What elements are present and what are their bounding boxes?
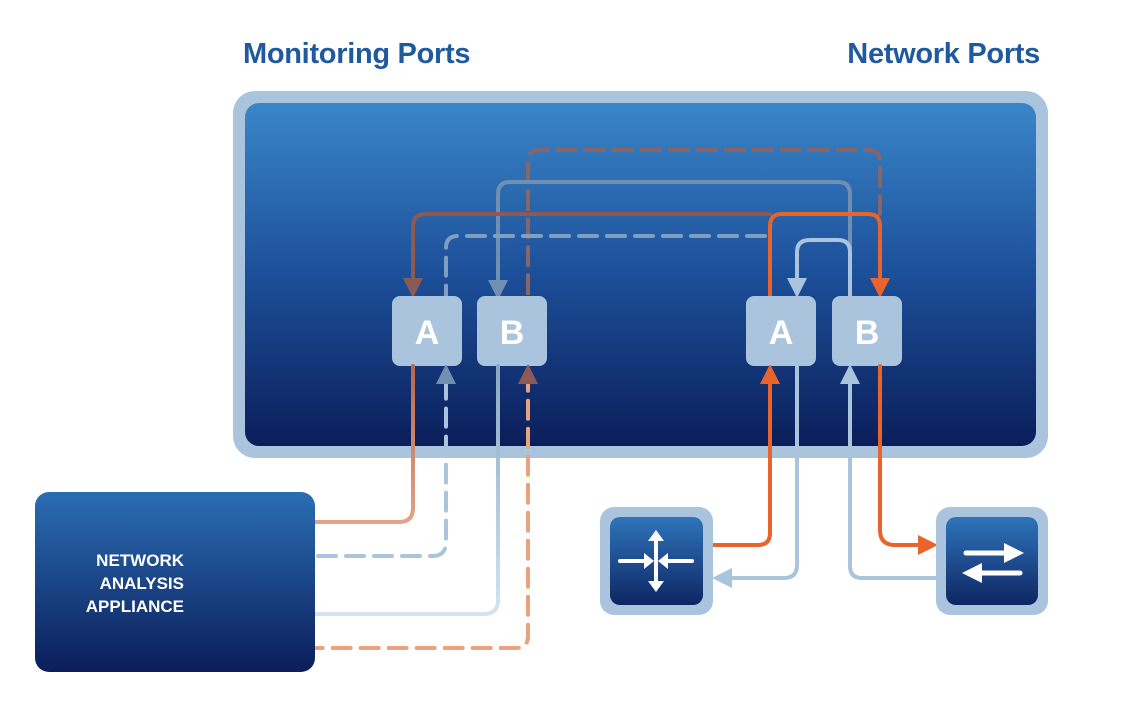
path-network-b-to-switch [878,364,938,555]
svg-text:B: B [500,314,525,352]
monitoring-port-b: B [477,296,547,366]
appliance-line-2: ANALYSIS [100,574,184,593]
network-ports-heading: Network Ports [847,38,1040,70]
monitoring-ports-heading: Monitoring Ports [243,38,471,70]
internal-paths [403,148,890,300]
router-device [600,507,713,615]
svg-text:A: A [769,314,794,352]
path-network-b-to-network-a [787,238,852,298]
network-port-a: A [746,296,816,366]
path-appliance-to-monitoring-a-dashed [260,364,456,558]
path-network-a-to-network-b [768,212,890,298]
path-router-to-network-a [708,364,780,547]
switch-icon [962,543,1024,583]
tap-enclosure [233,91,1048,458]
monitoring-port-a: A [392,296,462,366]
network-analysis-appliance: NETWORK ANALYSIS APPLIANCE [35,492,315,672]
path-network-a-to-monitoring-a [403,212,772,298]
router-icon [618,530,694,592]
switch-device [936,507,1048,615]
appliance-line-3: APPLIANCE [86,597,184,616]
path-network-b-to-monitoring-b-dashed [526,148,882,298]
path-network-a-to-router [712,364,799,588]
appliance-line-1: NETWORK [96,551,185,570]
svg-text:B: B [855,314,880,352]
svg-text:A: A [415,314,440,352]
path-network-a-to-monitoring-a-dashed [444,234,767,298]
network-port-b: B [832,296,902,366]
external-network-paths [708,364,942,588]
path-network-b-to-monitoring-b [488,180,852,300]
path-switch-to-network-b [840,364,942,580]
